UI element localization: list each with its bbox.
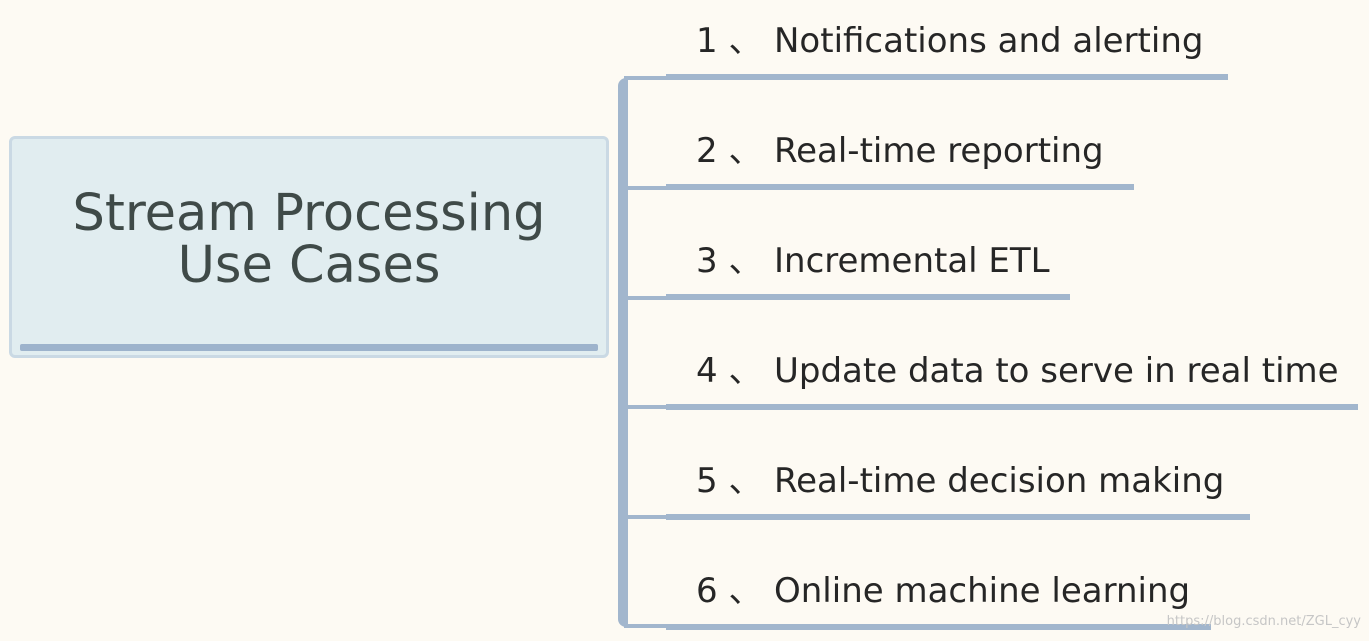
- subtopic-text: Incremental ETL: [774, 241, 1050, 281]
- subtopic-number: 5 、: [696, 461, 763, 501]
- central-topic-title-line2: Use Cases: [177, 236, 441, 295]
- central-topic-title-line1: Stream Processing: [72, 184, 546, 243]
- branch-stub-4: [624, 405, 668, 409]
- subtopic-underline: [666, 184, 1134, 190]
- subtopic-number: 3 、: [696, 241, 763, 281]
- branch-stub-6: [624, 624, 668, 628]
- branch-stub-1: [624, 76, 668, 80]
- branch-stub-2: [624, 186, 668, 190]
- subtopic-underline: [666, 624, 1211, 630]
- branch-connector: [618, 78, 628, 627]
- subtopic-text: Real-time decision making: [774, 461, 1225, 501]
- subtopic-underline: [666, 404, 1358, 410]
- subtopic-number: 1 、: [696, 21, 763, 61]
- subtopic-text: Real-time reporting: [774, 131, 1104, 171]
- subtopic-text: Update data to serve in real time: [774, 351, 1339, 391]
- subtopic-underline: [666, 74, 1228, 80]
- subtopic-text: Notifications and alerting: [774, 21, 1204, 61]
- branch-stub-5: [624, 515, 668, 519]
- subtopic-underline: [666, 514, 1250, 520]
- branch-stub-3: [624, 296, 668, 300]
- central-topic-node[interactable]: Stream Processing Use Cases: [9, 136, 609, 358]
- central-topic-underline: [20, 344, 598, 351]
- watermark: https://blog.csdn.net/ZGL_cyy: [1166, 614, 1361, 629]
- subtopic-underline: [666, 294, 1070, 300]
- subtopic-number: 2 、: [696, 131, 763, 171]
- subtopic-text: Online machine learning: [774, 571, 1191, 611]
- subtopic-number: 6 、: [696, 571, 763, 611]
- subtopic-number: 4 、: [696, 351, 763, 391]
